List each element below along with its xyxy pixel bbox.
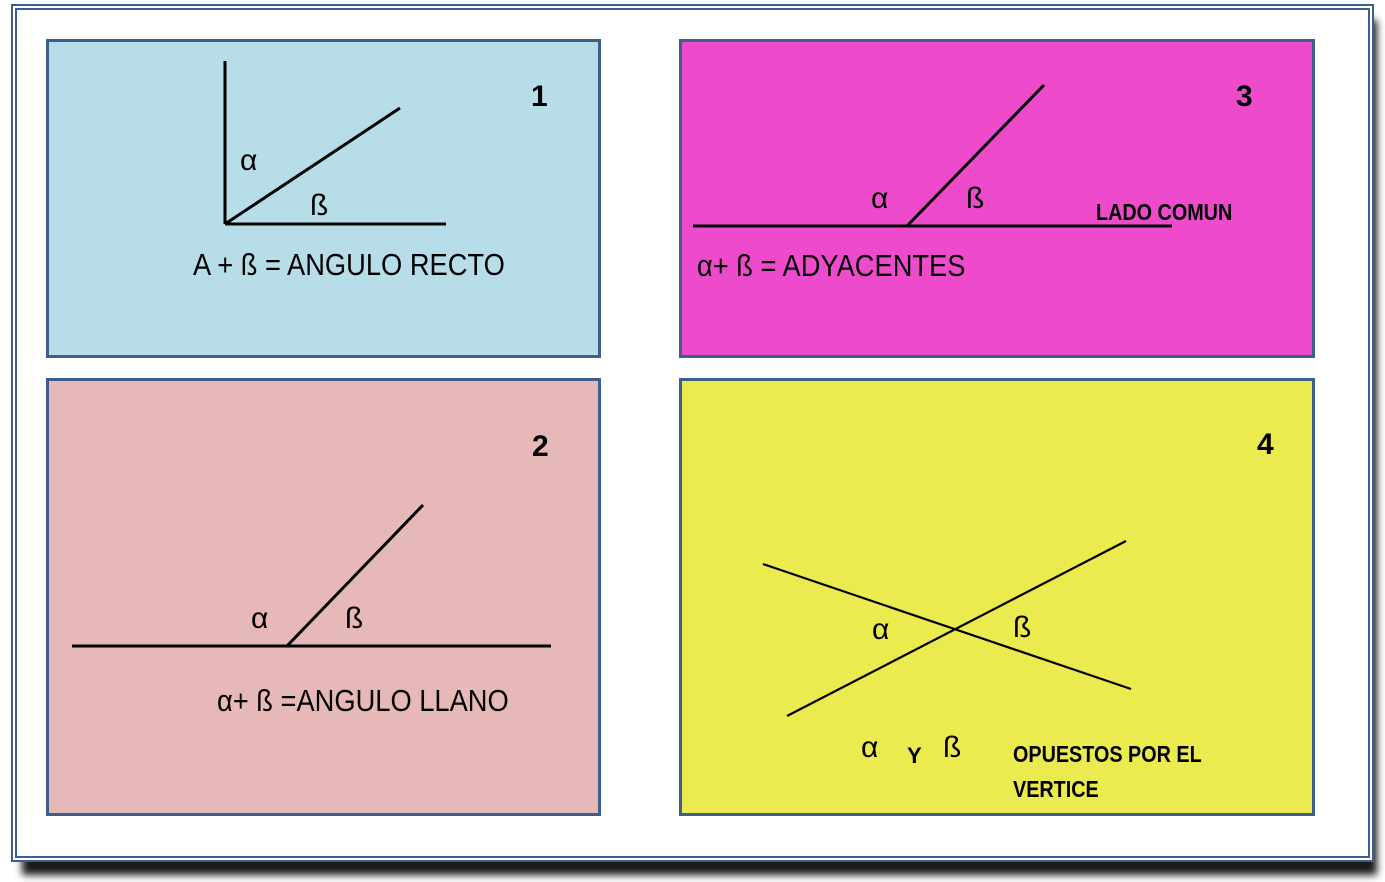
panel-4-caption-beta: ß — [943, 731, 962, 764]
panel-2-beta-label: ß — [345, 602, 364, 635]
panel-2-alpha-label: α — [251, 602, 269, 635]
panel-4-caption-line1: OPUESTOS POR EL — [1013, 741, 1202, 767]
panel-3-beta-label: ß — [966, 182, 985, 215]
panel-1-number: 1 — [531, 80, 548, 113]
panel-4-alpha-label: α — [872, 613, 890, 646]
panel-4-caption-and: Y — [907, 743, 922, 768]
panel-2-straight-angle — [46, 378, 601, 816]
panel-1-alpha-label: α — [240, 144, 258, 177]
panel-1-beta-label: ß — [310, 189, 329, 222]
panel-3-number: 3 — [1236, 80, 1253, 113]
panel-1-equation: A + ß = ANGULO RECTO — [193, 247, 505, 282]
panel-2-equation: α+ ß =ANGULO LLANO — [217, 683, 509, 718]
panel-2-number: 2 — [532, 430, 549, 463]
panel-4-beta-label: ß — [1013, 611, 1032, 644]
panel-4-number: 4 — [1257, 428, 1274, 461]
panel-3-alpha-label: α — [871, 182, 889, 215]
panel-4-vertical-angles — [679, 378, 1315, 816]
panel-4-caption-line2: VERTICE — [1013, 776, 1099, 802]
panel-3-equation: α+ ß = ADYACENTES — [697, 248, 966, 283]
panel-4-caption-alpha: α — [861, 731, 879, 764]
panel-3-side-label: LADO COMUN — [1096, 199, 1233, 225]
